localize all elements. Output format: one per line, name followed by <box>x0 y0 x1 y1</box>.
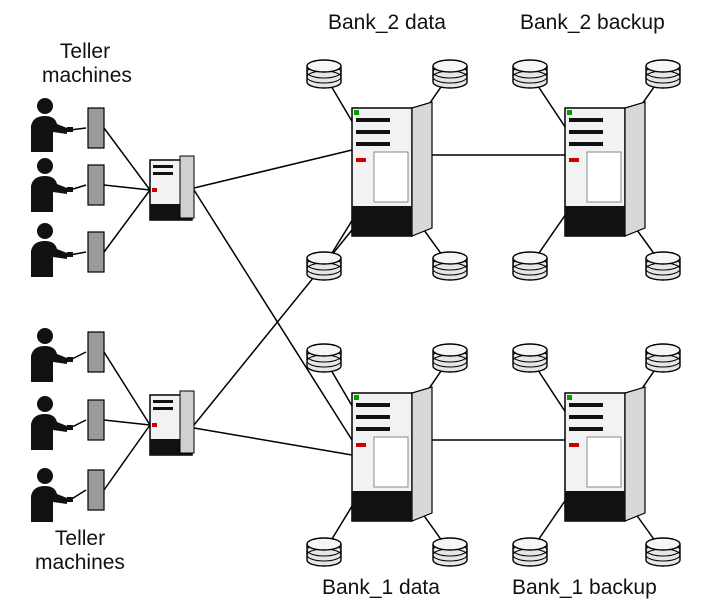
person-icon <box>31 468 73 522</box>
disk-icon <box>645 537 681 567</box>
disk-icon <box>645 59 681 89</box>
tower-server-icon <box>564 386 646 522</box>
teller-terminal-icon <box>87 399 105 441</box>
teller-terminal-icon <box>87 164 105 206</box>
terminal-switch-link <box>103 189 151 253</box>
disk-group <box>306 59 681 567</box>
node-group <box>31 98 646 522</box>
disk-icon <box>432 343 468 373</box>
disk-icon <box>306 537 342 567</box>
disk-icon <box>512 59 548 89</box>
bank1-data-label: Bank_1 data <box>322 576 440 599</box>
disk-icon <box>432 59 468 89</box>
teller-top-label-line2: machines <box>42 64 132 87</box>
terminal-switch-link <box>103 127 151 191</box>
bank1-backup-label: Bank_1 backup <box>512 576 657 599</box>
teller-terminal-icon <box>87 231 105 273</box>
teller-terminal-icon <box>87 469 105 511</box>
disk-icon <box>512 343 548 373</box>
terminal-switch-link <box>103 351 151 426</box>
person-icon <box>31 328 73 382</box>
terminal-switch-link <box>103 184 151 191</box>
teller-bottom-label-line2: machines <box>35 551 125 574</box>
person-icon <box>31 98 73 152</box>
tower-server-icon <box>564 101 646 237</box>
tower-server-icon <box>351 386 433 522</box>
switch-server-icon <box>149 155 195 221</box>
person-icon <box>31 223 73 277</box>
disk-icon <box>512 251 548 281</box>
teller-top-label-line1: Teller <box>59 40 111 63</box>
teller-bottom-label-line1: Teller <box>54 527 106 550</box>
link-switch-bottom-bank1 <box>193 427 353 456</box>
switch-server-icon <box>149 390 195 456</box>
terminal-switch-link <box>103 419 151 426</box>
disk-icon <box>645 343 681 373</box>
disk-icon <box>306 251 342 281</box>
tower-server-icon <box>351 101 433 237</box>
link-switch-top-bank2 <box>193 149 353 189</box>
person-icon <box>31 396 73 450</box>
disk-icon <box>306 343 342 373</box>
disk-icon <box>306 59 342 89</box>
disk-icon <box>432 537 468 567</box>
teller-terminal-icon <box>87 107 105 149</box>
bank2-data-label: Bank_2 data <box>328 11 446 34</box>
disk-icon <box>645 251 681 281</box>
person-icon <box>31 158 73 212</box>
disk-icon <box>512 537 548 567</box>
disk-icon <box>432 251 468 281</box>
terminal-switch-link <box>103 424 151 491</box>
bank2-backup-label: Bank_2 backup <box>520 11 665 34</box>
teller-terminal-icon <box>87 331 105 373</box>
link-switch-top-bank1 <box>193 189 353 441</box>
